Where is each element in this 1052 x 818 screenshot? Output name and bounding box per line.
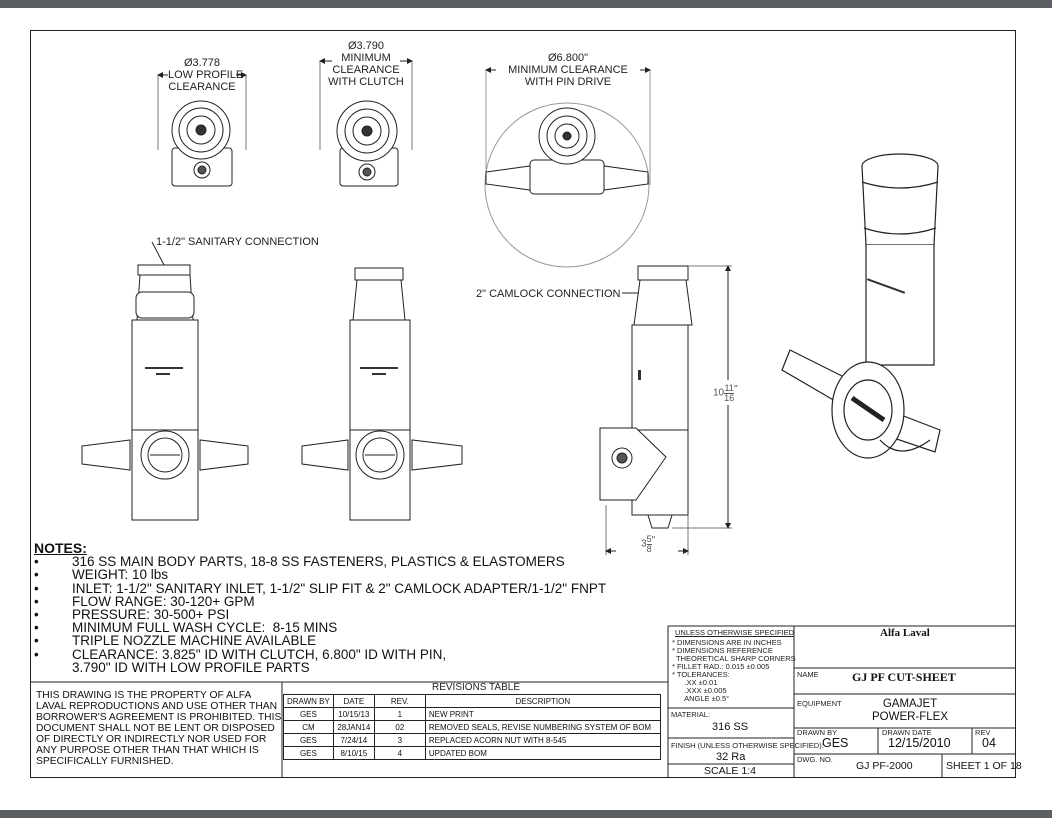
col-drawn-by: DRAWN BY xyxy=(283,694,334,708)
drawing-name: GJ PF CUT-SHEET xyxy=(852,670,956,684)
notes-section: NOTES: 316 SS MAIN BODY PARTS, 18-8 SS F… xyxy=(34,540,606,674)
drawing-sheet-border xyxy=(30,30,1016,778)
side-view-slip-fit xyxy=(301,267,463,521)
note-item: INLET: 1-1/2" SANITARY INLET, 1-1/2" SLI… xyxy=(34,581,606,595)
side-view-sanitary xyxy=(81,241,249,521)
top-view-low-profile xyxy=(157,72,247,187)
name-label: NAME xyxy=(797,670,819,679)
drawn-date-label: DRAWN DATE xyxy=(882,728,932,737)
drawn-by-value: GES xyxy=(822,736,849,750)
drawn-date-value: 12/15/2010 xyxy=(888,736,951,750)
specs-lines: * DIMENSIONS ARE IN INCHES* DIMENSIONS R… xyxy=(672,638,796,703)
callout-sanitary-connection: 1-1/2" SANITARY CONNECTION xyxy=(156,236,319,248)
company-name: Alfa Laval xyxy=(880,627,930,639)
material-label: MATERIAL: xyxy=(671,710,711,719)
rev-value: 04 xyxy=(982,736,996,750)
equipment-label: EQUIPMENT xyxy=(797,699,842,708)
finish-value: 32 Ra xyxy=(716,751,746,763)
revisions-table-title: REVISIONS TABLE xyxy=(432,682,520,693)
finish-label: FINISH (UNLESS OTHERWISE SPECIFIED): xyxy=(671,741,824,750)
note-item: CLEARANCE: 3.825" ID WITH CLUTCH, 6.800"… xyxy=(34,647,606,674)
notes-title: NOTES: xyxy=(34,540,87,556)
note-item: 316 SS MAIN BODY PARTS, 18-8 SS FASTENER… xyxy=(34,555,606,569)
rev-label: REV xyxy=(975,728,991,737)
notes-list: 316 SS MAIN BODY PARTS, 18-8 SS FASTENER… xyxy=(34,555,606,674)
sheet-number: SHEET 1 OF 18 xyxy=(946,760,1022,772)
title-block-lines xyxy=(30,625,1016,778)
scale-value: SCALE 1:4 xyxy=(704,765,756,777)
material-value: 316 SS xyxy=(712,721,749,733)
note-item: PRESSURE: 30-500+ PSI xyxy=(34,608,606,622)
isometric-view xyxy=(781,153,941,459)
property-notice: THIS DRAWING IS THE PROPERTY OF ALFA LAV… xyxy=(36,690,282,767)
viewer-bottom-bar xyxy=(0,810,1052,818)
drawn-by-label: DRAWN BY xyxy=(797,728,838,737)
part-markings xyxy=(145,278,906,380)
note-item: FLOW RANGE: 30-120+ GPM xyxy=(34,594,606,608)
dwg-no-label: DWG. NO. xyxy=(797,755,833,764)
col-date: DATE xyxy=(332,694,375,708)
col-rev: REV. xyxy=(373,694,426,708)
specs-heading: UNLESS OTHERWISE SPECIFIED xyxy=(675,628,795,637)
note-item: MINIMUM FULL WASH CYCLE: 8-15 MINS xyxy=(34,621,606,635)
dwg-no-value: GJ PF-2000 xyxy=(856,760,913,772)
top-view-with-clutch xyxy=(319,58,413,187)
side-view-camlock xyxy=(599,265,732,555)
callout-camlock-connection: 2" CAMLOCK CONNECTION xyxy=(476,288,621,300)
top-view-pin-drive xyxy=(484,67,651,268)
note-item: WEIGHT: 10 lbs xyxy=(34,568,606,582)
viewer-top-bar xyxy=(0,0,1052,8)
note-item: TRIPLE NOZZLE MACHINE AVAILABLE xyxy=(34,634,606,648)
revisions-header-row: DRAWN BY DATE REV. DESCRIPTION xyxy=(283,694,661,708)
col-description: DESCRIPTION xyxy=(424,694,661,708)
